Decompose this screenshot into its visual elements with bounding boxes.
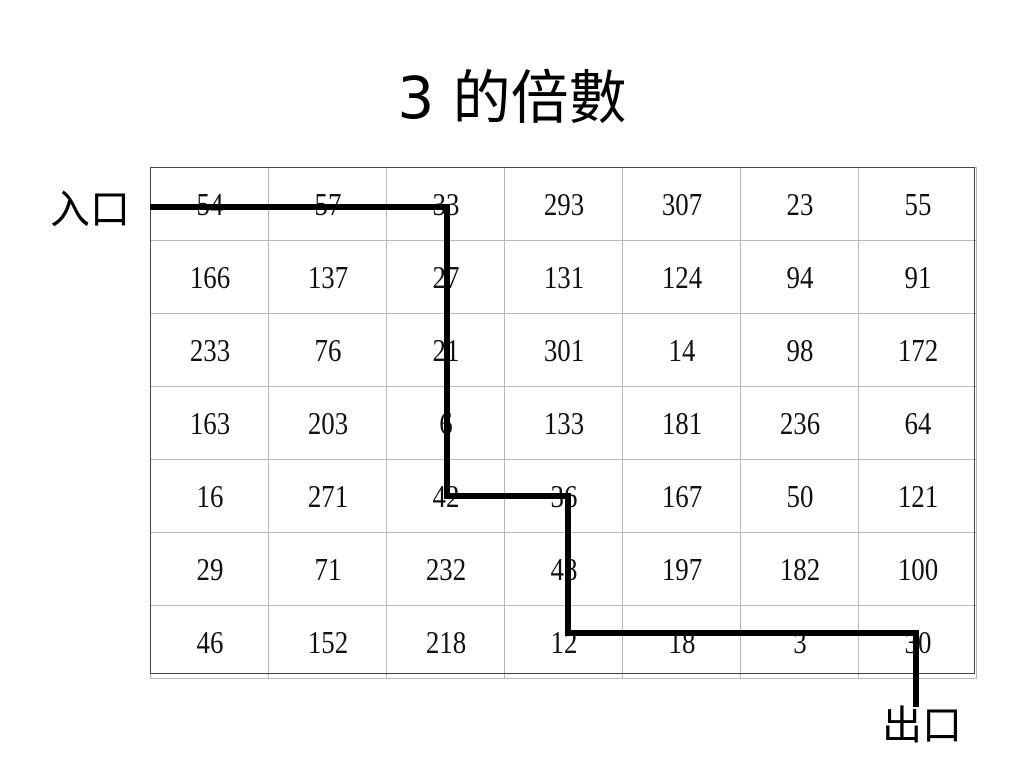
grid-cell: 98 (749, 313, 850, 387)
grid-cell: 137 (277, 240, 378, 314)
grid-cell: 91 (867, 240, 968, 314)
grid-cell: 94 (749, 240, 850, 314)
grid-cell: 233 (159, 313, 260, 387)
grid-cell: 166 (159, 240, 260, 314)
exit-label: 出口 (882, 703, 962, 749)
grid-cell: 12 (513, 605, 614, 679)
grid-cell: 197 (631, 532, 732, 606)
grid-cell: 50 (749, 459, 850, 533)
grid-cell: 218 (395, 605, 496, 679)
page-title: 3 的倍數 (397, 64, 627, 132)
grid-cell: 33 (395, 167, 496, 241)
grid-cell: 163 (159, 386, 260, 460)
grid-cell: 133 (513, 386, 614, 460)
grid-cell: 307 (631, 167, 732, 241)
grid-cell: 124 (631, 240, 732, 314)
grid-cell: 27 (395, 240, 496, 314)
grid-cell: 6 (395, 386, 496, 460)
grid-cell: 301 (513, 313, 614, 387)
grid-cell: 271 (277, 459, 378, 533)
grid-cell: 42 (395, 459, 496, 533)
grid-cell: 167 (631, 459, 732, 533)
grid-cell: 232 (395, 532, 496, 606)
grid-cell: 293 (513, 167, 614, 241)
entrance-label: 入口 (50, 187, 130, 233)
grid-cell: 46 (159, 605, 260, 679)
grid-cell: 100 (867, 532, 968, 606)
grid-cell: 30 (867, 605, 968, 679)
grid-cell: 3 (749, 605, 850, 679)
grid-cell: 16 (159, 459, 260, 533)
grid-cell: 64 (867, 386, 968, 460)
grid-cell: 48 (513, 532, 614, 606)
grid-cell: 172 (867, 313, 968, 387)
grid-cell: 36 (513, 459, 614, 533)
grid-cell: 236 (749, 386, 850, 460)
grid-cell: 14 (631, 313, 732, 387)
grid-cell: 71 (277, 532, 378, 606)
grid-cell: 121 (867, 459, 968, 533)
grid-cell: 181 (631, 386, 732, 460)
grid-cell: 29 (159, 532, 260, 606)
grid-cell: 203 (277, 386, 378, 460)
grid-cell: 57 (277, 167, 378, 241)
grid-cell: 54 (159, 167, 260, 241)
grid-cell: 18 (631, 605, 732, 679)
grid-cell: 55 (867, 167, 968, 241)
grid-cell: 182 (749, 532, 850, 606)
grid-cell: 131 (513, 240, 614, 314)
grid-cell: 21 (395, 313, 496, 387)
grid-cell: 152 (277, 605, 378, 679)
grid-cell: 23 (749, 167, 850, 241)
grid-cell: 76 (277, 313, 378, 387)
